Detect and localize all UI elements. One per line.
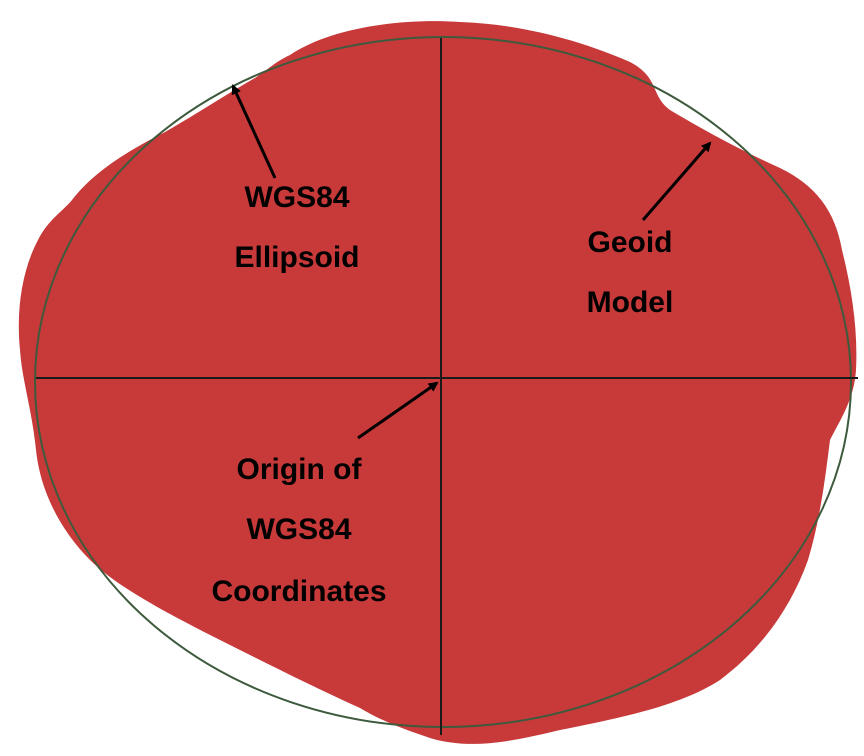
origin-label-line3: Coordinates [211, 575, 387, 608]
geoid-label-line2: Model [586, 286, 674, 319]
ellipsoid-label-line1: WGS84 [244, 181, 350, 214]
geoid-shape [18, 21, 857, 744]
ellipsoid-arrow [231, 84, 277, 179]
ellipsoid-outline [34, 36, 852, 728]
origin-label-line2: WGS84 [246, 513, 352, 546]
geoid-arrow [641, 141, 712, 221]
origin-arrow [357, 381, 439, 440]
geoid-label-line1: Geoid [587, 226, 673, 259]
origin-label-line1: Origin of [236, 453, 362, 486]
ellipsoid-label-line2: Ellipsoid [234, 241, 360, 274]
